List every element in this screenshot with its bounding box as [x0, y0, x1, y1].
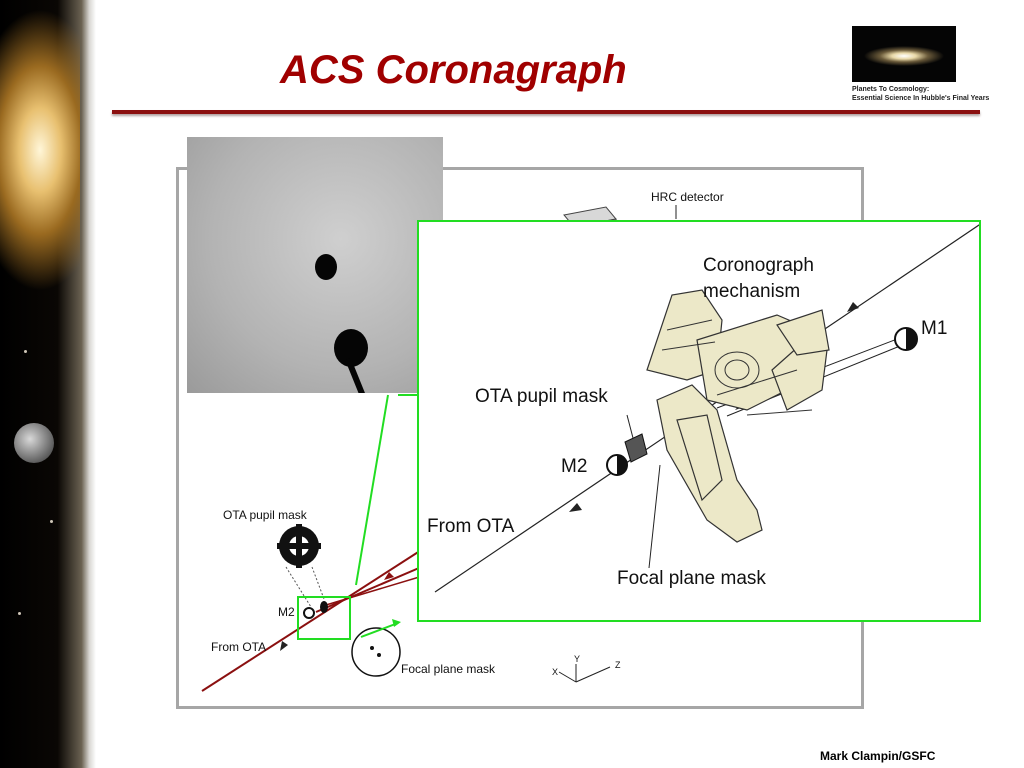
m1-label: M1: [921, 318, 948, 339]
star-dot: [24, 350, 27, 353]
axis-x-label: X: [552, 667, 559, 677]
coronagraph-image: [187, 137, 443, 393]
from-ota-label-inset: From OTA: [427, 516, 515, 537]
star-dot: [18, 612, 21, 615]
m2-mirror-side: [320, 601, 328, 613]
detail-callout-box: [297, 596, 351, 640]
hrc-detector-label: HRC detector: [651, 190, 724, 204]
title-rule: [112, 110, 980, 114]
m2-label: M2: [278, 605, 295, 619]
beam-line: [201, 546, 427, 692]
m2-label-inset: M2: [561, 456, 588, 477]
coronograph-mechanism-label-line2: mechanism: [703, 281, 801, 302]
slide-title: ACS Coronagraph: [280, 48, 627, 92]
axis-z-label: Z: [615, 660, 621, 670]
mechanism-drawing: [434, 224, 979, 593]
mechanism-inset: Coronograph mechanism M1 OTA pupil mask …: [417, 220, 981, 622]
m1-mirror-symbol: [894, 327, 918, 351]
logo-caption-line1: Planets To Cosmology:: [852, 86, 930, 93]
mechanism-detail-lines: [661, 319, 813, 416]
author-credit: Mark Clampin/GSFC: [820, 749, 936, 763]
sombrero-galaxy-logo: [852, 26, 956, 82]
focal-plane-mask-symbol: [351, 627, 401, 677]
planet-image: [14, 423, 54, 463]
leader-line: [648, 464, 661, 569]
coronograph-mechanism-label-line1: Coronograph: [703, 255, 814, 276]
m2-mirror-symbol: [303, 607, 315, 619]
galaxy-glow-image: [0, 0, 80, 320]
focal-plane-mask-label: Focal plane mask: [401, 662, 496, 676]
m2-mirror-symbol-inset: [606, 454, 628, 476]
ota-pupil-mask-label: OTA pupil mask: [223, 508, 307, 522]
beam-line: [315, 564, 427, 613]
occulting-spot-small: [315, 254, 337, 280]
ota-pupil-mask-label-inset: OTA pupil mask: [475, 386, 608, 407]
coronograph-mechanism-body: [646, 289, 830, 543]
beam-arrow: [384, 572, 394, 580]
axis-y-label: Y: [574, 654, 581, 664]
leader-dashed: [311, 566, 325, 600]
beam-line: [325, 574, 427, 606]
star-dot: [50, 520, 53, 523]
ota-pupil-mask-symbol: [277, 524, 321, 568]
focal-arrow: [360, 622, 399, 638]
beam-arrow: [280, 641, 288, 651]
logo-caption-line2: Essential Science In Hubble's Final Year…: [852, 95, 990, 102]
focal-plane-mask-label-inset: Focal plane mask: [617, 568, 766, 589]
from-ota-label: From OTA: [211, 640, 267, 654]
ota-pupil-mask-block: [624, 433, 648, 463]
leader-line: [626, 414, 634, 439]
callout-connector: [355, 394, 389, 586]
xyz-axes: [558, 664, 611, 683]
